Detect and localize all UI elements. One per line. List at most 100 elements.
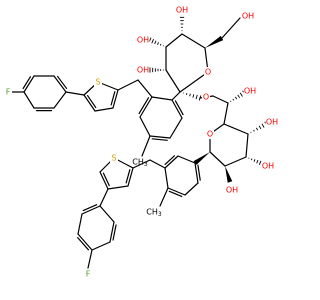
- fluorophenyl-lower-double: [77, 236, 89, 251]
- ether-oxygen-label: O: [203, 93, 209, 102]
- ring-oxygen-label: O: [205, 68, 211, 77]
- fluorophenyl-upper-double: [56, 75, 68, 90]
- glucose-upper-bond: [165, 33, 183, 48]
- thiophene-upper-double: [110, 91, 116, 106]
- biaryl-lower-bond: [99, 188, 109, 207]
- bond: [169, 117, 183, 139]
- aryl-lower-double: [164, 155, 179, 169]
- hashed-bond: [192, 94, 195, 98]
- ring-oxygen-label-bg: [204, 67, 212, 77]
- hashed-bond: [237, 94, 240, 99]
- fluorophenyl-lower-double: [82, 204, 98, 212]
- hashed-bond: [232, 98, 235, 101]
- glucose-lower-bond: [223, 123, 249, 135]
- glucose-lower-bond: [223, 102, 229, 125]
- hashed-bond: [253, 159, 256, 162]
- fluorophenyl-lower-double: [109, 221, 115, 243]
- fluorophenyl-upper-double: [53, 75, 67, 93]
- aryl-upper-double: [174, 100, 184, 116]
- aryl-upper-double: [171, 99, 183, 119]
- hydroxyl-label-bg: [136, 35, 150, 45]
- hashed-bond: [253, 129, 255, 132]
- aryl-lower-double: [197, 164, 201, 181]
- bond: [151, 96, 173, 101]
- wedge-bond: [205, 35, 224, 48]
- glucose-upper-bond: [179, 71, 209, 93]
- methyl-upper-bond: [141, 135, 151, 157]
- hashed-bond: [256, 159, 259, 164]
- benzyl-lower-bond: [149, 159, 166, 169]
- glucose-lower-bond: [224, 156, 247, 167]
- benzyl-upper-bond: [137, 79, 153, 98]
- methyl-label: CH3: [132, 158, 148, 168]
- biaryl-upper-bond: [65, 91, 85, 96]
- bond: [77, 213, 83, 235]
- thiophene-lower-double: [102, 172, 110, 187]
- methyl-label: CH3: [146, 208, 162, 218]
- hydroxyl-label: OH: [226, 186, 238, 195]
- bond: [184, 182, 199, 196]
- aryl-lower-double: [167, 187, 186, 196]
- ether-oxygen-label-bg: [202, 92, 210, 102]
- bond: [107, 185, 129, 190]
- thiophene-upper-double: [83, 94, 96, 112]
- hydroxyl-label: OH: [266, 118, 278, 127]
- hashed-bond: [255, 127, 259, 131]
- hydroxyl-label-bg: [265, 117, 279, 127]
- glucose-upper-bond: [181, 33, 206, 49]
- bond: [23, 91, 35, 109]
- hydroxyl-label-bg: [243, 86, 257, 96]
- aryl-lower-double: [168, 190, 183, 198]
- hashed-bond: [159, 43, 162, 46]
- sulfur-label: S: [111, 154, 116, 163]
- hydroxyl-label: OH: [176, 6, 188, 15]
- glucose-lower-bond: [209, 151, 226, 167]
- bond: [94, 107, 114, 112]
- aryl-upper-double: [138, 97, 150, 115]
- ether-bond: [212, 95, 229, 104]
- aryl-upper-double: [149, 135, 171, 139]
- fluorophenyl-lower-double: [112, 224, 117, 241]
- hashed-bond: [250, 158, 253, 161]
- bond: [99, 205, 115, 223]
- aryl-lower-double: [194, 162, 199, 184]
- hydroxyl-label-bg: [136, 65, 150, 75]
- bond: [164, 167, 169, 189]
- glucose-lower-bond: [245, 133, 249, 158]
- hydroxyl-label: OH: [262, 162, 274, 171]
- hydroxyl-label: OH: [244, 87, 256, 96]
- benzyl-lower-bond: [132, 159, 151, 169]
- aryl-link-bond: [171, 91, 181, 101]
- bond: [53, 91, 67, 109]
- hashed-bond: [189, 93, 191, 97]
- bond: [139, 116, 151, 137]
- hashed-bond: [195, 94, 198, 100]
- hydroxyl-label: OH: [242, 12, 254, 21]
- hashed-bond: [239, 92, 243, 97]
- fluorine-label: F: [86, 270, 91, 279]
- hashed-bond: [258, 160, 262, 166]
- sulfur-label: S: [95, 78, 100, 87]
- hydroxyl-label-bg: [225, 185, 239, 195]
- sulfur-label-bg: [94, 77, 102, 87]
- hashed-bond: [151, 39, 154, 44]
- fluorine-label-bg: [4, 87, 12, 97]
- aryl-lower-double: [164, 155, 175, 165]
- glucose-upper-bond: [165, 69, 181, 93]
- hydroxyl-label-bg: [175, 5, 189, 15]
- bond-layer: [11, 13, 268, 269]
- fluoro-lower-bond: [87, 249, 93, 269]
- ring-oxygen-label-bg: [206, 129, 214, 139]
- wedge-bond: [193, 152, 210, 165]
- fluorine-label-bg: [84, 269, 92, 279]
- thiophene-lower-double: [99, 171, 109, 190]
- hydroxymethyl-bond: [221, 17, 241, 39]
- aryl-upper-double: [139, 96, 153, 118]
- fluorophenyl-upper-double: [23, 75, 35, 93]
- methyl-lower-bond: [159, 187, 169, 207]
- thiophene-lower-double: [125, 169, 131, 184]
- wedge-bond: [225, 166, 233, 183]
- hydroxyl-label: OH: [137, 66, 149, 75]
